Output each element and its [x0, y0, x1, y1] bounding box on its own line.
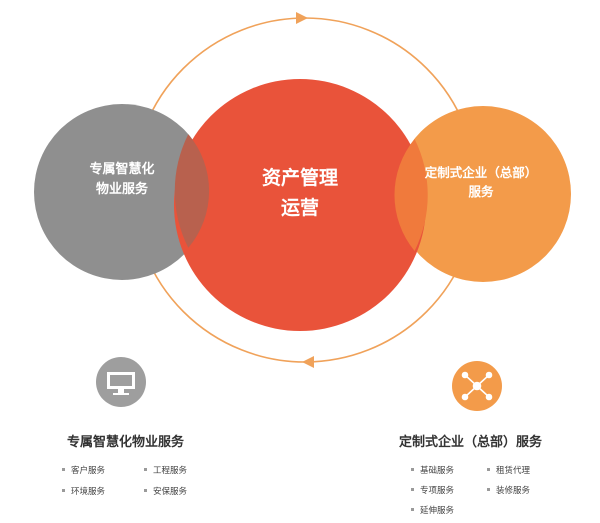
orbit-arrow-top-icon: [296, 12, 308, 24]
left-overlap: [174, 134, 210, 248]
left-circle-line2: 物业服务: [95, 182, 148, 198]
center-circle-label: 资产管理 运营: [225, 163, 375, 224]
service-item: 安保服务: [144, 485, 187, 497]
service-item: 环境服务: [62, 485, 105, 497]
center-circle-line1: 资产管理: [261, 167, 338, 189]
center-circle: [174, 79, 426, 331]
service-item: 客户服务: [62, 464, 105, 476]
right-circle-label: 定制式企业（总部） 服务: [406, 163, 556, 202]
right-circle: [395, 106, 571, 282]
right-overlap: [394, 139, 428, 251]
service-item: 基础服务: [411, 464, 454, 476]
property-panel-title: 专属智慧化物业服务: [67, 435, 185, 450]
left-circle-line1: 专属智慧化: [89, 162, 155, 177]
right-circle-line1: 定制式企业（总部）: [424, 165, 538, 180]
service-item: 专项服务: [411, 484, 454, 496]
service-item: 工程服务: [144, 464, 187, 476]
monitor-icon: [107, 372, 135, 395]
service-item: 租赁代理: [487, 464, 530, 476]
service-item: 装修服务: [487, 484, 530, 496]
center-circle-line2: 运营: [280, 197, 319, 220]
enterprise-panel-title: 定制式企业（总部）服务: [399, 435, 543, 450]
left-circle: [34, 104, 210, 280]
service-item: 延伸服务: [411, 504, 454, 516]
left-circle-label: 专属智慧化 物业服务: [60, 160, 184, 200]
orbit-arrow-bottom-icon: [302, 356, 314, 368]
right-circle-line2: 服务: [468, 184, 494, 200]
network-icon: [461, 371, 493, 401]
